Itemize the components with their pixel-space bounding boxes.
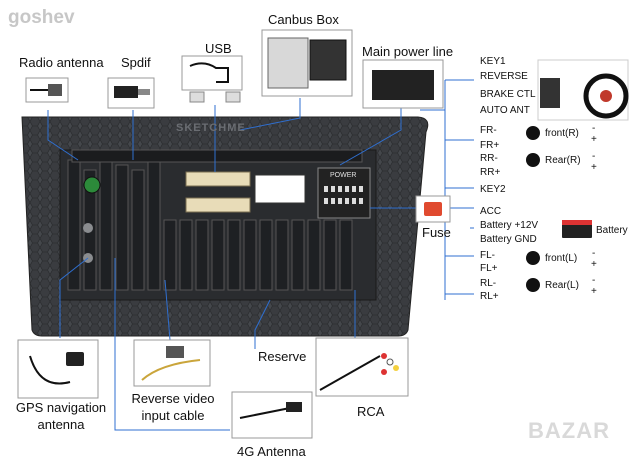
speaker-rear-l	[526, 278, 540, 292]
main-power-label: Main power line	[362, 44, 454, 59]
gps-antenna	[17, 339, 99, 399]
gear-and-steering	[537, 59, 629, 121]
rca-label: RCA	[357, 404, 385, 419]
pin-reverse: REVERSE	[480, 71, 528, 82]
usb-plug	[181, 55, 243, 103]
pin-acc: ACC	[480, 206, 502, 217]
speaker-front-l-label: front(L)	[545, 253, 578, 264]
watermark-bottom-right: BAZAR	[528, 418, 610, 443]
pin-battery-12v: Battery +12V	[480, 220, 539, 231]
pin-brake-ctl: BRAKE CTL	[480, 89, 536, 100]
pin-rr-plus: RR+	[480, 167, 501, 178]
antenna-4g	[231, 391, 313, 439]
pin-fr-plus: FR+	[480, 140, 500, 151]
spdif-label: Spdif	[121, 55, 151, 70]
rca-bundle	[315, 337, 409, 397]
pin-fr-minus: FR-	[480, 125, 497, 136]
antenna-4g-label: 4G Antenna	[237, 444, 306, 459]
polarity-rear-l-plus: +	[591, 286, 597, 297]
gps-label-line1: GPS navigation	[15, 400, 107, 415]
polarity-front-r-plus: +	[591, 134, 597, 145]
watermark-top-left: goshev	[8, 7, 75, 28]
polarity-front-r-minus: -	[592, 123, 596, 134]
pin-key2: KEY2	[480, 184, 506, 195]
pin-rl-minus: RL-	[480, 278, 497, 289]
usb-label: USB	[205, 41, 232, 56]
speaker-front-l	[526, 251, 540, 265]
head-unit	[21, 116, 429, 337]
leader-lines	[47, 79, 474, 431]
spdif-plug	[107, 77, 155, 109]
unit-power-text: POWER	[330, 172, 357, 179]
battery	[562, 220, 592, 238]
polarity-rear-l-minus: -	[592, 275, 596, 286]
pin-rr-minus: RR-	[480, 153, 498, 164]
reserve-label: Reserve	[258, 349, 307, 364]
polarity-front-l-minus: -	[592, 248, 596, 259]
speaker-front-r-label: front(R)	[545, 128, 579, 139]
pin-auto-ant: AUTO ANT	[480, 105, 530, 116]
power-socket-pins	[324, 186, 363, 204]
polarity-front-l-plus: +	[591, 259, 597, 270]
polarity-rear-r-minus: -	[592, 151, 596, 162]
pin-fl-minus: FL-	[480, 250, 495, 261]
battery-label: Battery	[596, 225, 628, 236]
pin-rl-plus: RL+	[480, 291, 499, 302]
gps-label-line2: antenna	[37, 417, 85, 432]
canbus-box	[261, 29, 353, 97]
pin-battery-gnd: Battery GND	[480, 234, 537, 245]
radio-antenna-plug	[25, 77, 69, 103]
speaker-rear-l-label: Rear(L)	[545, 280, 579, 291]
reverse-video-cable	[133, 339, 211, 387]
main-power-connector	[362, 59, 444, 109]
pin-fl-plus: FL+	[480, 263, 498, 274]
reverse-video-label-line2: input cable	[141, 408, 205, 423]
polarity-rear-r-plus: +	[591, 162, 597, 173]
reverse-video-label-line1: Reverse video	[131, 391, 215, 406]
fuse-label: Fuse	[422, 225, 451, 240]
speaker-rear-r	[526, 153, 540, 167]
speaker-front-r	[526, 126, 540, 140]
speaker-rear-r-label: Rear(R)	[545, 155, 581, 166]
pin-key1: KEY1	[480, 56, 506, 67]
radio-antenna-label: Radio antenna	[19, 55, 104, 70]
unit-brand-text: SKETCHME	[176, 122, 246, 134]
fuse	[415, 195, 451, 223]
canbus-label: Canbus Box	[268, 12, 339, 27]
